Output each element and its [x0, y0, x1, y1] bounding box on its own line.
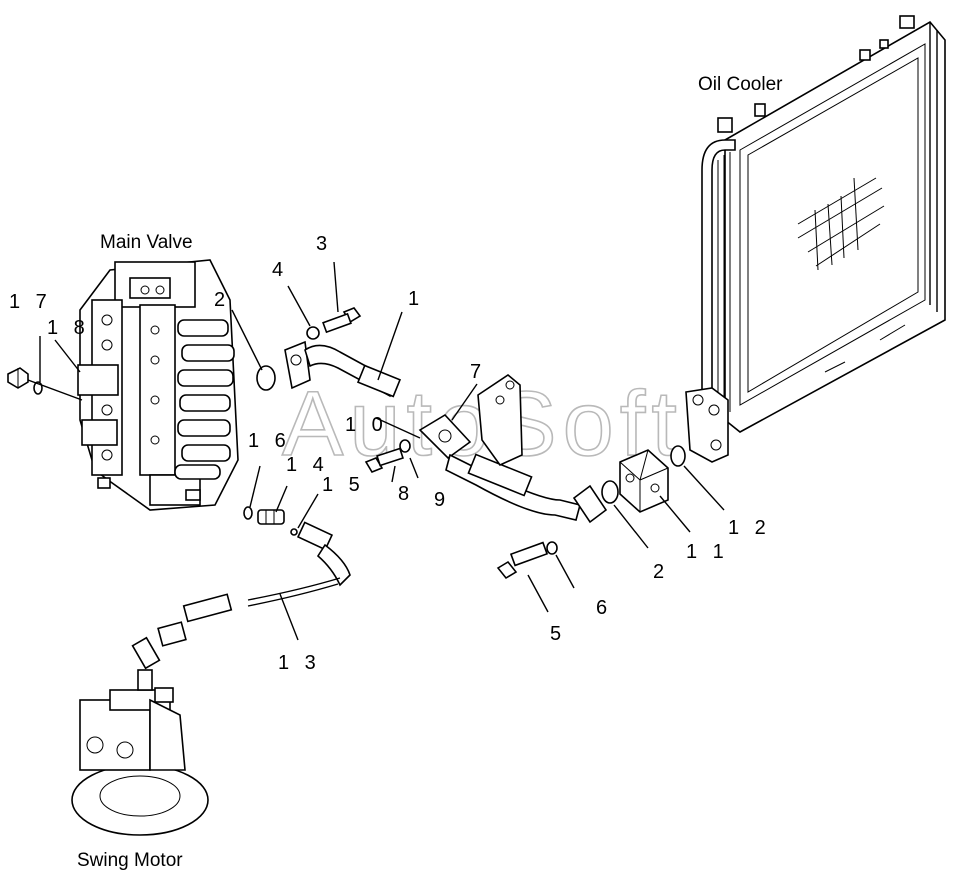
callout-16: 1 6: [248, 430, 291, 452]
callout-9: 9: [434, 489, 450, 511]
callout-11: 1 1: [686, 541, 729, 563]
plug-17: [7, 367, 29, 389]
callout-8: 8: [398, 483, 414, 505]
bolt-5: [496, 541, 549, 580]
callout-13: 1 3: [278, 652, 321, 674]
callout-3: 3: [316, 233, 332, 255]
swing-motor-drawing: [71, 669, 209, 836]
bolt-8: [364, 447, 404, 473]
main-valve-label: Main Valve: [100, 232, 193, 253]
callout-15: 1 5: [322, 474, 365, 496]
callout-7: 7: [470, 361, 486, 383]
pipe-10: [418, 413, 581, 521]
bolt-3: [322, 307, 362, 334]
o-ring-15: [290, 528, 298, 536]
fitting-14: [257, 509, 285, 525]
main-valve-drawing: [77, 259, 239, 511]
washer-4: [306, 326, 320, 340]
hose-13: [131, 521, 351, 670]
callouts: 1 2 2 3 4 5 6 7 8 9 1 0 1 1 1 2 1 3 1 4 …: [9, 233, 771, 674]
callout-1: 1: [408, 288, 424, 310]
pipe-1: [284, 340, 402, 398]
leader-lines: [39, 261, 725, 641]
washer-9: [399, 439, 411, 453]
callout-5: 5: [550, 623, 566, 645]
o-ring-16: [243, 506, 253, 520]
callout-2-lower: 2: [653, 561, 669, 583]
callout-18: 1 8: [47, 317, 90, 339]
o-ring-2-lower: [601, 480, 619, 504]
o-ring-12: [670, 445, 686, 467]
o-ring-2-upper: [256, 365, 276, 391]
callout-14: 1 4: [286, 454, 329, 476]
swing-motor-label: Swing Motor: [77, 850, 183, 871]
oil-cooler-drawing: [685, 15, 946, 463]
oil-cooler-label: Oil Cooler: [698, 74, 783, 95]
block-11: [619, 449, 669, 513]
flange-lower: [572, 484, 608, 524]
callout-4: 4: [272, 259, 288, 281]
callout-12: 1 2: [728, 517, 771, 539]
bracket-7: [477, 374, 523, 466]
callout-17: 1 7: [9, 291, 52, 313]
washer-6: [546, 541, 558, 555]
callout-6: 6: [596, 597, 612, 619]
callout-2-upper: 2: [214, 289, 230, 311]
callout-10: 1 0: [345, 414, 388, 436]
